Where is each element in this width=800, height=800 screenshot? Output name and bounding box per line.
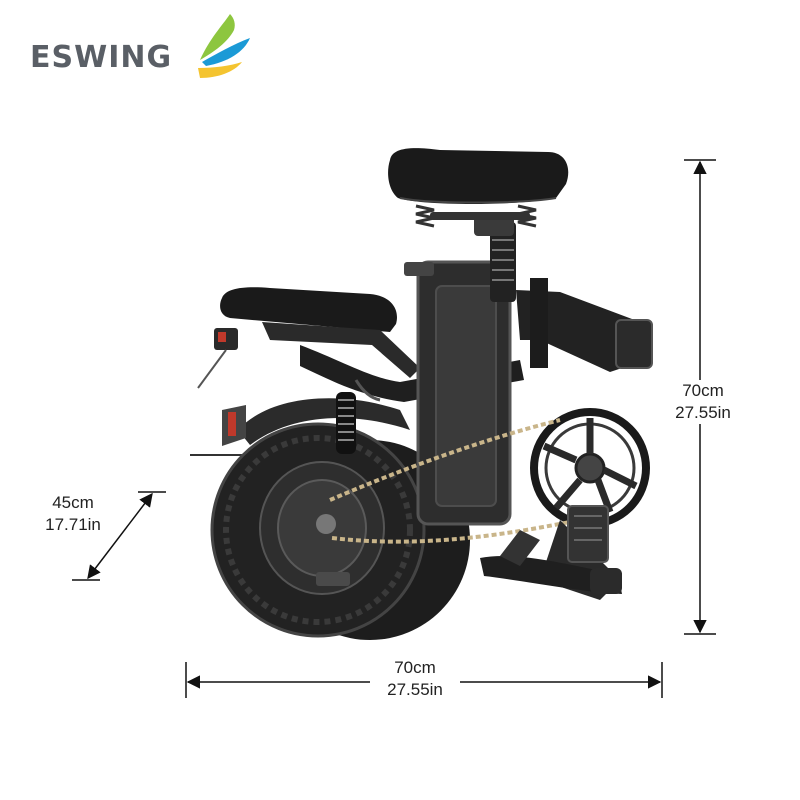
pedal: [567, 505, 609, 563]
leaf-logo-icon: [198, 14, 250, 78]
depth-dimension-line: [72, 491, 166, 581]
width-dimension-label: 70cm 27.55in: [370, 657, 460, 701]
depth-metric: 45cm: [52, 493, 94, 512]
passenger-seat: [220, 287, 397, 332]
chainring: [530, 408, 650, 528]
main-saddle: [388, 148, 569, 204]
brand-logo: ESWING: [30, 12, 260, 82]
bike-illustration: [190, 148, 653, 640]
rear-fender: [238, 398, 410, 445]
height-imperial: 27.55in: [675, 403, 731, 422]
chain: [329, 418, 561, 502]
rear-shock: [336, 392, 356, 454]
depth-imperial: 17.71in: [45, 515, 101, 534]
height-dimension-label: 70cm 27.55in: [660, 380, 746, 424]
seat-post: [490, 222, 516, 302]
height-metric: 70cm: [682, 381, 724, 400]
width-imperial: 27.55in: [387, 680, 443, 699]
depth-dimension-label: 45cm 17.71in: [36, 492, 110, 536]
front-frame: [516, 290, 646, 372]
handlebar-grip: [480, 555, 622, 594]
width-metric: 70cm: [394, 658, 436, 677]
brand-name: ESWING: [30, 40, 173, 75]
